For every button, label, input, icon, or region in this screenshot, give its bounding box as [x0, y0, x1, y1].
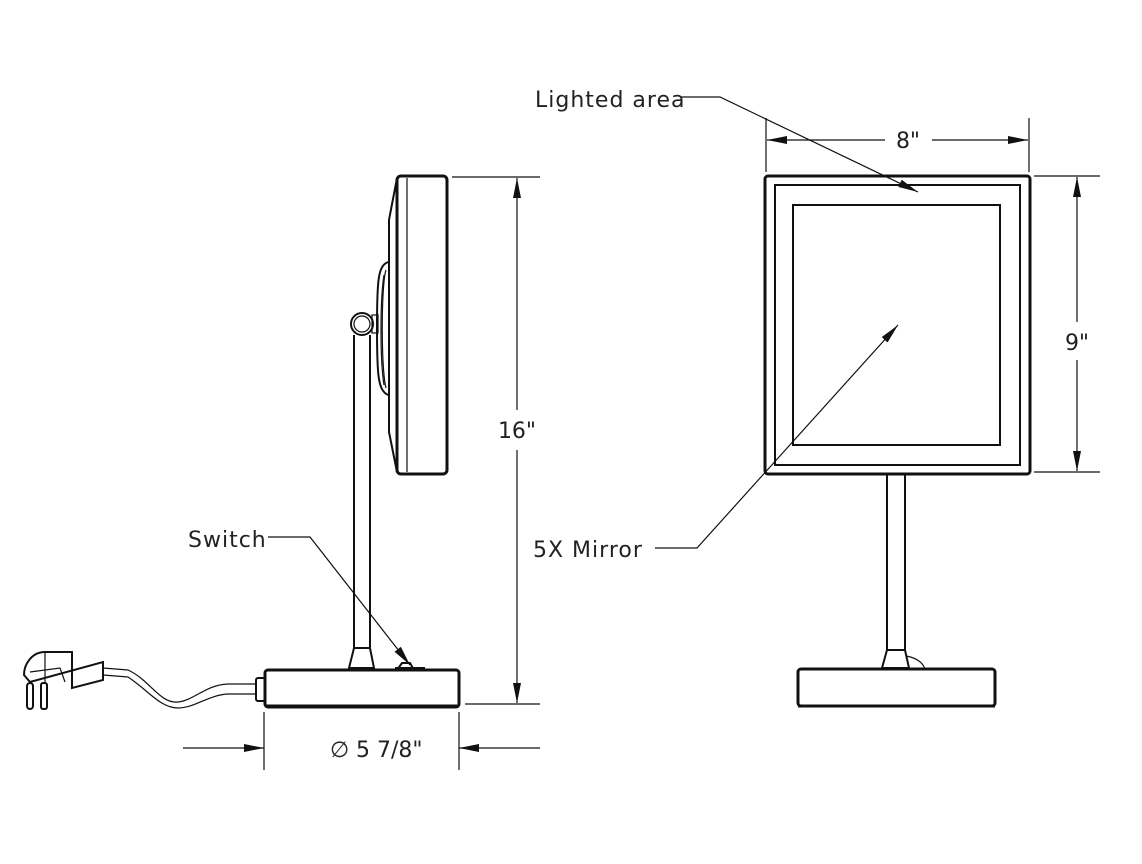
mirror-callout: 5X Mirror [533, 324, 899, 563]
power-cord [102, 667, 266, 709]
mirror-label: 5X Mirror [533, 538, 643, 563]
front-stem [880, 474, 926, 671]
front-mirror-frame [763, 174, 1032, 476]
height-dimension: 16" [452, 176, 540, 705]
side-pivot-joint [350, 312, 379, 336]
switch-label: Switch [188, 528, 267, 553]
lighted-area-label: Lighted area [535, 88, 685, 113]
side-view: 16" ∅ 5 7/8" Switch [22, 174, 540, 770]
side-base [263, 662, 461, 709]
power-plug-icon [22, 651, 104, 710]
front-view: 8" 9" Lighted area 5X Mirror [533, 88, 1100, 708]
mirror-height-dimension: 9" [1034, 175, 1100, 473]
side-mirror-head [375, 174, 449, 476]
lighted-area-callout: Lighted area [535, 88, 919, 193]
switch-callout: Switch [188, 528, 411, 666]
width-dimension: 8" [765, 118, 1030, 172]
width-dimension-label: 8" [896, 129, 920, 154]
base-diameter-label: 5 7/8" [356, 738, 423, 763]
height-dimension-label: 16" [498, 419, 536, 444]
base-diameter-dimension: ∅ 5 7/8" [183, 712, 540, 770]
front-base [796, 667, 997, 708]
mirror-glass [792, 204, 1001, 446]
side-stem [347, 335, 376, 669]
mirror-height-label: 9" [1065, 331, 1089, 356]
diameter-symbol: ∅ [330, 738, 349, 763]
